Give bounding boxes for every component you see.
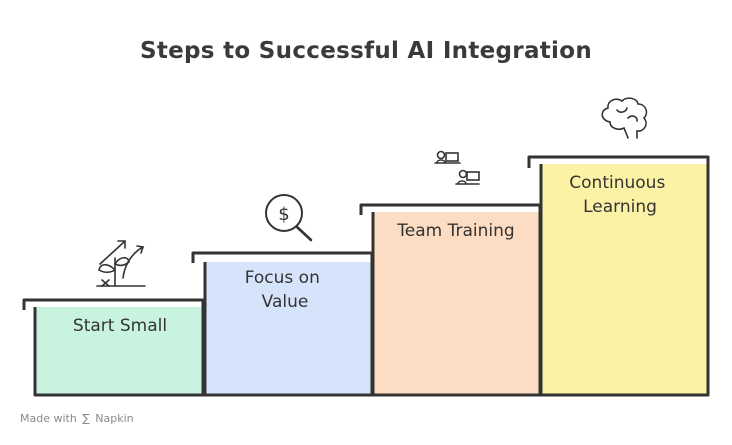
step-block	[35, 307, 203, 395]
step-label: Start Small	[73, 316, 167, 336]
step-team-training: Team Training	[359, 150, 542, 397]
step-focus-on-value: Focus on Value $	[191, 194, 374, 397]
napkin-brand-text: Napkin	[95, 412, 134, 425]
step-start-small: Start Small	[22, 240, 205, 397]
brain-icon	[601, 97, 648, 139]
step-continuous-learning: Continuous Learning	[527, 97, 710, 397]
step-block	[205, 262, 372, 395]
dollar-search-icon: $	[265, 194, 313, 242]
plant-growth-icon	[96, 240, 146, 287]
svg-text:$: $	[278, 204, 289, 225]
step-outline	[527, 155, 710, 397]
step-label: Focus on Value	[245, 268, 326, 312]
napkin-logo-icon: ∑	[82, 412, 90, 425]
made-with-text: Made with	[20, 412, 77, 425]
step-block	[373, 212, 540, 395]
step-label: Continuous Learning	[569, 173, 670, 217]
step-outline	[22, 298, 205, 397]
step-block	[541, 164, 708, 395]
step-label: Team Training	[396, 221, 514, 241]
training-desks-icon	[434, 150, 480, 185]
footer-credit: Made with ∑ Napkin	[20, 412, 134, 425]
diagram-title: Steps to Successful AI Integration	[139, 38, 593, 64]
